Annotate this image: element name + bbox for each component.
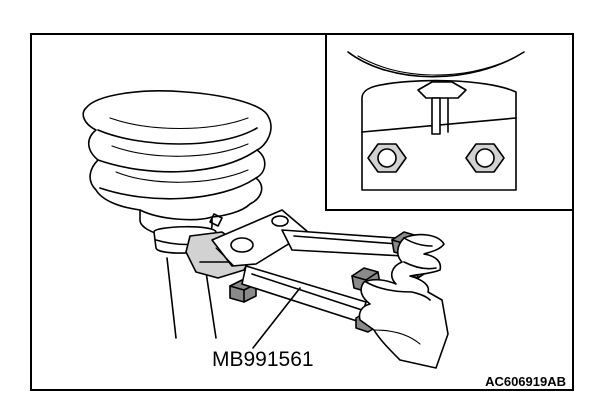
main-illustration xyxy=(82,90,449,369)
part-number-leader xyxy=(252,287,301,349)
tool-part-number-label: MB991561 xyxy=(212,348,314,371)
inset-detail xyxy=(325,33,574,211)
inset-right-nut xyxy=(465,143,505,173)
inset-left-nut xyxy=(367,143,407,173)
figure-code-label: AC606919AB xyxy=(485,374,566,389)
drive-shaft xyxy=(166,257,217,339)
hand xyxy=(358,233,449,369)
upper-jaw-plate xyxy=(211,209,309,267)
rubber-boot xyxy=(82,90,272,238)
